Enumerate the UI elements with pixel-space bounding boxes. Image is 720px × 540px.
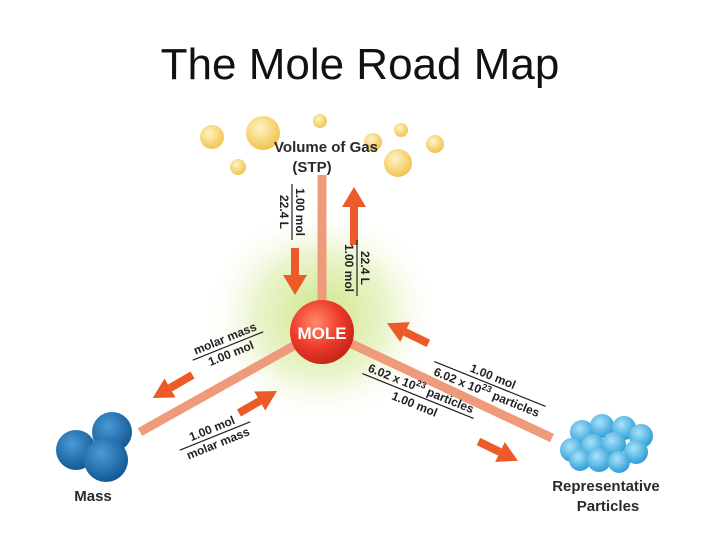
road-to-particles	[320, 325, 554, 443]
svg-text:22.4 L: 22.4 L	[358, 251, 372, 285]
factor-mass-to-mole: 1.00 mol molar mass	[179, 413, 252, 462]
particles-node-label-2: Particles	[577, 498, 640, 515]
factor-gas-to-mole: 1.00 mol 22.4 L	[277, 184, 307, 240]
gas-node-label-stp: (STP)	[292, 159, 331, 176]
svg-text:1.00 mol: 1.00 mol	[342, 244, 356, 292]
mole-label: MOLE	[297, 324, 346, 343]
particle-spheres	[560, 414, 653, 473]
ptm-den-exp: 23	[480, 382, 493, 395]
mtp-num-exp: 23	[415, 378, 428, 391]
road-to-mass	[137, 326, 325, 436]
svg-text:22.4 L: 22.4 L	[277, 195, 291, 229]
arrow-mole-to-mass	[152, 371, 195, 398]
mass-spheres	[56, 412, 132, 482]
gas-bubbles	[200, 114, 444, 177]
mass-node-label: Mass	[74, 488, 112, 505]
arrow-mole-to-particles	[476, 437, 518, 462]
arrow-gas-to-mole	[283, 248, 307, 295]
particles-node-label: Representative	[552, 478, 660, 495]
svg-text:1.00 mol: 1.00 mol	[293, 188, 307, 236]
slide-title: The Mole Road Map	[160, 40, 560, 89]
arrow-particles-to-mole	[387, 322, 431, 347]
gas-node-label: Volume of Gas	[274, 139, 378, 156]
arrow-mass-to-mole	[236, 391, 278, 417]
mole-node	[290, 300, 354, 364]
factor-mole-to-gas: 22.4 L 1.00 mol	[342, 240, 372, 296]
arrow-mole-to-gas	[342, 187, 366, 245]
